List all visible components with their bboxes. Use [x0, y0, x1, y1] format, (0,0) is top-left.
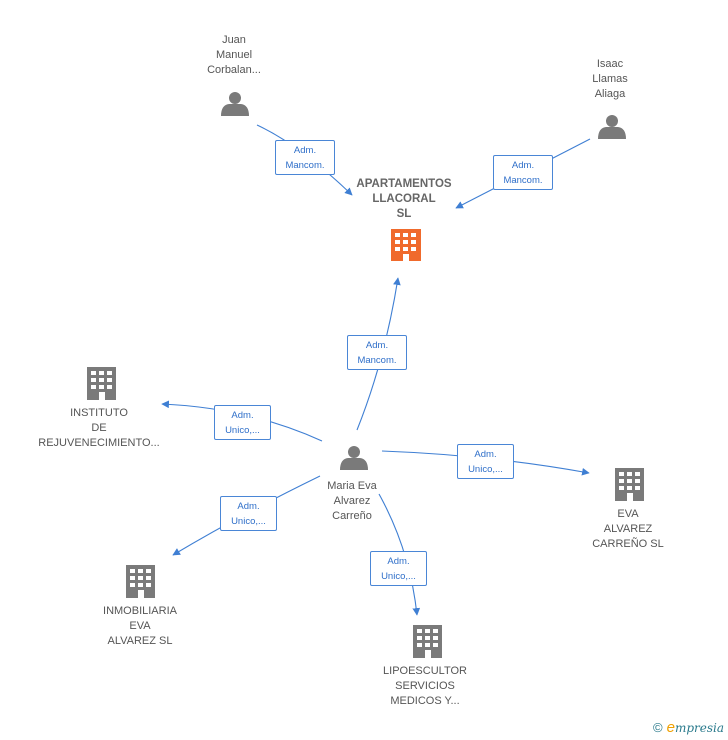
footer-brand: © empresia: [653, 719, 724, 736]
edge-label-maria-inmobiliaria[interactable]: Adm. Unico,...: [220, 496, 277, 531]
empresia-logo[interactable]: empresia: [667, 719, 724, 736]
person-icon[interactable]: [221, 92, 249, 116]
person-icon[interactable]: [340, 446, 368, 470]
building-icon[interactable]: [126, 565, 155, 598]
edge-label-maria-instituto[interactable]: Adm. Unico,...: [214, 405, 271, 440]
empresia-logo-initial: e: [666, 719, 675, 736]
person-icon[interactable]: [598, 115, 626, 139]
node-label-lipoescultor[interactable]: LIPOESCULTOR SERVICIOS MEDICOS Y...: [383, 665, 467, 707]
edge-label-juan-main[interactable]: Adm. Mancom.: [275, 140, 335, 175]
node-label-isaac-llamas[interactable]: Isaac Llamas Aliaga: [592, 58, 628, 100]
node-label-maria-eva[interactable]: Maria Eva Alvarez Carreño: [327, 480, 377, 522]
building-icon[interactable]: [615, 468, 644, 501]
edge-label-maria-eva-sl[interactable]: Adm. Unico,...: [457, 444, 514, 479]
edge-label-isaac-main[interactable]: Adm. Mancom.: [493, 155, 553, 190]
node-label-eva-alvarez-sl[interactable]: EVA ALVAREZ CARREÑO SL: [592, 508, 664, 550]
copyright-symbol: ©: [653, 720, 663, 735]
edge-label-maria-main[interactable]: Adm. Mancom.: [347, 335, 407, 370]
building-icon[interactable]: [391, 229, 421, 261]
building-icon[interactable]: [413, 625, 442, 658]
node-label-juan-manuel[interactable]: Juan Manuel Corbalan...: [207, 34, 261, 76]
building-icon[interactable]: [87, 367, 116, 400]
node-label-instituto[interactable]: INSTITUTO DE REJUVENECIMIENTO...: [38, 407, 160, 449]
empresia-logo-text: mpresia: [674, 721, 724, 735]
node-label-inmobiliaria[interactable]: INMOBILIARIA EVA ALVAREZ SL: [103, 605, 177, 647]
node-label-apartamentos-llacoral[interactable]: APARTAMENTOS LLACORAL SL: [356, 178, 452, 220]
edge-label-maria-lipo[interactable]: Adm. Unico,...: [370, 551, 427, 586]
